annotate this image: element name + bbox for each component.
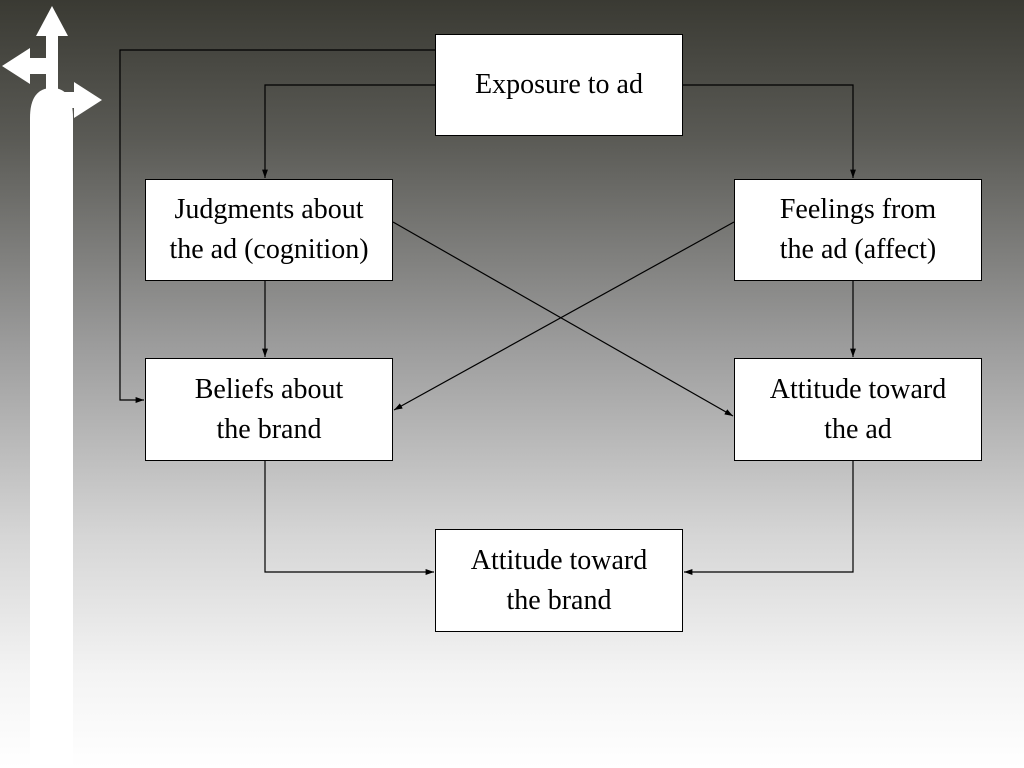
node-attitude-toward-brand: Attitude toward the brand (435, 529, 683, 632)
edge-exposure-feelings (683, 84, 856, 178)
node-label-line: Judgments about (174, 194, 364, 225)
node-label-line: Beliefs about (194, 373, 344, 405)
node-label-line: Attitude toward (769, 373, 947, 405)
edge-judgments-attitude-ad (392, 221, 734, 417)
node-label-line: the ad (cognition) (169, 234, 369, 265)
node-label-line: the brand (216, 413, 322, 445)
node-feelings-from-ad: Feelings from the ad (affect) (734, 179, 982, 281)
node-exposure-to-ad: Exposure to ad (435, 34, 683, 136)
edge-feelings-beliefs (393, 221, 735, 411)
node-label-line: Attitude toward (470, 544, 648, 576)
node-label-line: the ad (affect) (779, 234, 937, 265)
node-judgments-about-ad: Judgments about the ad (cognition) (145, 179, 393, 281)
node-label-line: the ad (824, 413, 892, 445)
node-label-line: Exposure to ad (475, 69, 643, 100)
arrow-signpost-icon (2, 6, 102, 768)
edge-beliefs-attitude-brand (264, 461, 434, 575)
edge-attitude-ad-attitude-brand (684, 461, 854, 575)
node-label-line: the brand (506, 584, 612, 616)
node-attitude-toward-ad: Attitude toward the ad (734, 358, 982, 461)
edge-exposure-judgments (262, 84, 435, 178)
node-label-line: Feelings from (779, 194, 937, 225)
edge-exposure-beliefs (119, 49, 435, 403)
node-beliefs-about-brand: Beliefs about the brand (145, 358, 393, 461)
